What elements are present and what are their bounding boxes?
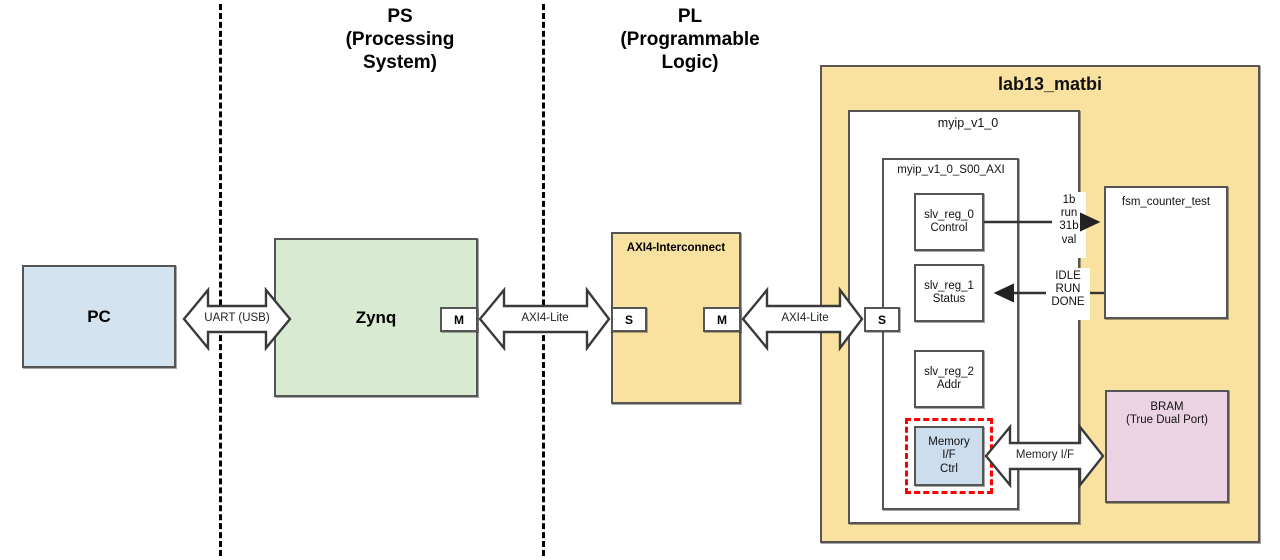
connector-memory-if-label: Memory I/F: [1015, 449, 1075, 461]
block-slv-reg-0-label: slv_reg_0 Control: [924, 208, 974, 234]
port-axi-interconnect-slave-label: S: [624, 312, 633, 327]
port-myip-slave[interactable]: S: [864, 307, 900, 332]
block-zynq-label: Zynq: [355, 307, 397, 327]
signal-control-out: 1b run 31b val: [1052, 192, 1086, 258]
port-zynq-master-label: M: [454, 312, 464, 327]
block-bram-label: BRAM (True Dual Port): [1125, 401, 1208, 427]
block-bram[interactable]: BRAM (True Dual Port): [1105, 390, 1229, 503]
block-lab13-matbi-label: lab13_matbi: [997, 74, 1103, 94]
separator-ps-pl: [542, 4, 545, 556]
block-axi4-interconnect-label: AXI4-Interconnect: [626, 242, 726, 254]
port-axi-interconnect-slave[interactable]: S: [611, 307, 647, 332]
block-slv-reg-2-label: slv_reg_2 Addr: [924, 365, 974, 391]
block-pc[interactable]: PC: [22, 265, 176, 368]
port-myip-slave-label: S: [877, 312, 886, 327]
signal-status-in: IDLE RUN DONE: [1046, 268, 1090, 320]
block-memory-if-ctrl[interactable]: Memory I/F Ctrl: [914, 426, 984, 486]
separator-pc-ps: [219, 4, 222, 556]
connector-uart-label: UART (USB): [204, 312, 270, 324]
block-slv-reg-1-label: slv_reg_1 Status: [924, 279, 974, 305]
block-pc-label: PC: [87, 306, 111, 326]
block-slv-reg-0[interactable]: slv_reg_0 Control: [914, 193, 984, 251]
block-fsm-counter-test-label: fsm_counter_test: [1121, 196, 1211, 208]
region-title-pl: PL (Programmable Logic): [620, 6, 760, 73]
port-zynq-master[interactable]: M: [440, 307, 478, 332]
block-slv-reg-1[interactable]: slv_reg_1 Status: [914, 264, 984, 322]
block-memory-if-ctrl-label: Memory I/F Ctrl: [928, 436, 970, 475]
port-axi-interconnect-master-label: M: [717, 312, 727, 327]
region-title-ps: PS (Processing System): [345, 6, 455, 73]
block-myip-s00-axi-label: myip_v1_0_S00_AXI: [897, 164, 1005, 176]
connector-axi4-lite-pl-label: AXI4-Lite: [781, 312, 829, 324]
connector-axi4-lite-ps-label: AXI4-Lite: [521, 312, 569, 324]
block-fsm-counter-test[interactable]: fsm_counter_test: [1104, 186, 1228, 319]
port-axi-interconnect-master[interactable]: M: [703, 307, 741, 332]
block-myip-v1-0-label: myip_v1_0: [937, 116, 999, 130]
block-slv-reg-2[interactable]: slv_reg_2 Addr: [914, 350, 984, 408]
